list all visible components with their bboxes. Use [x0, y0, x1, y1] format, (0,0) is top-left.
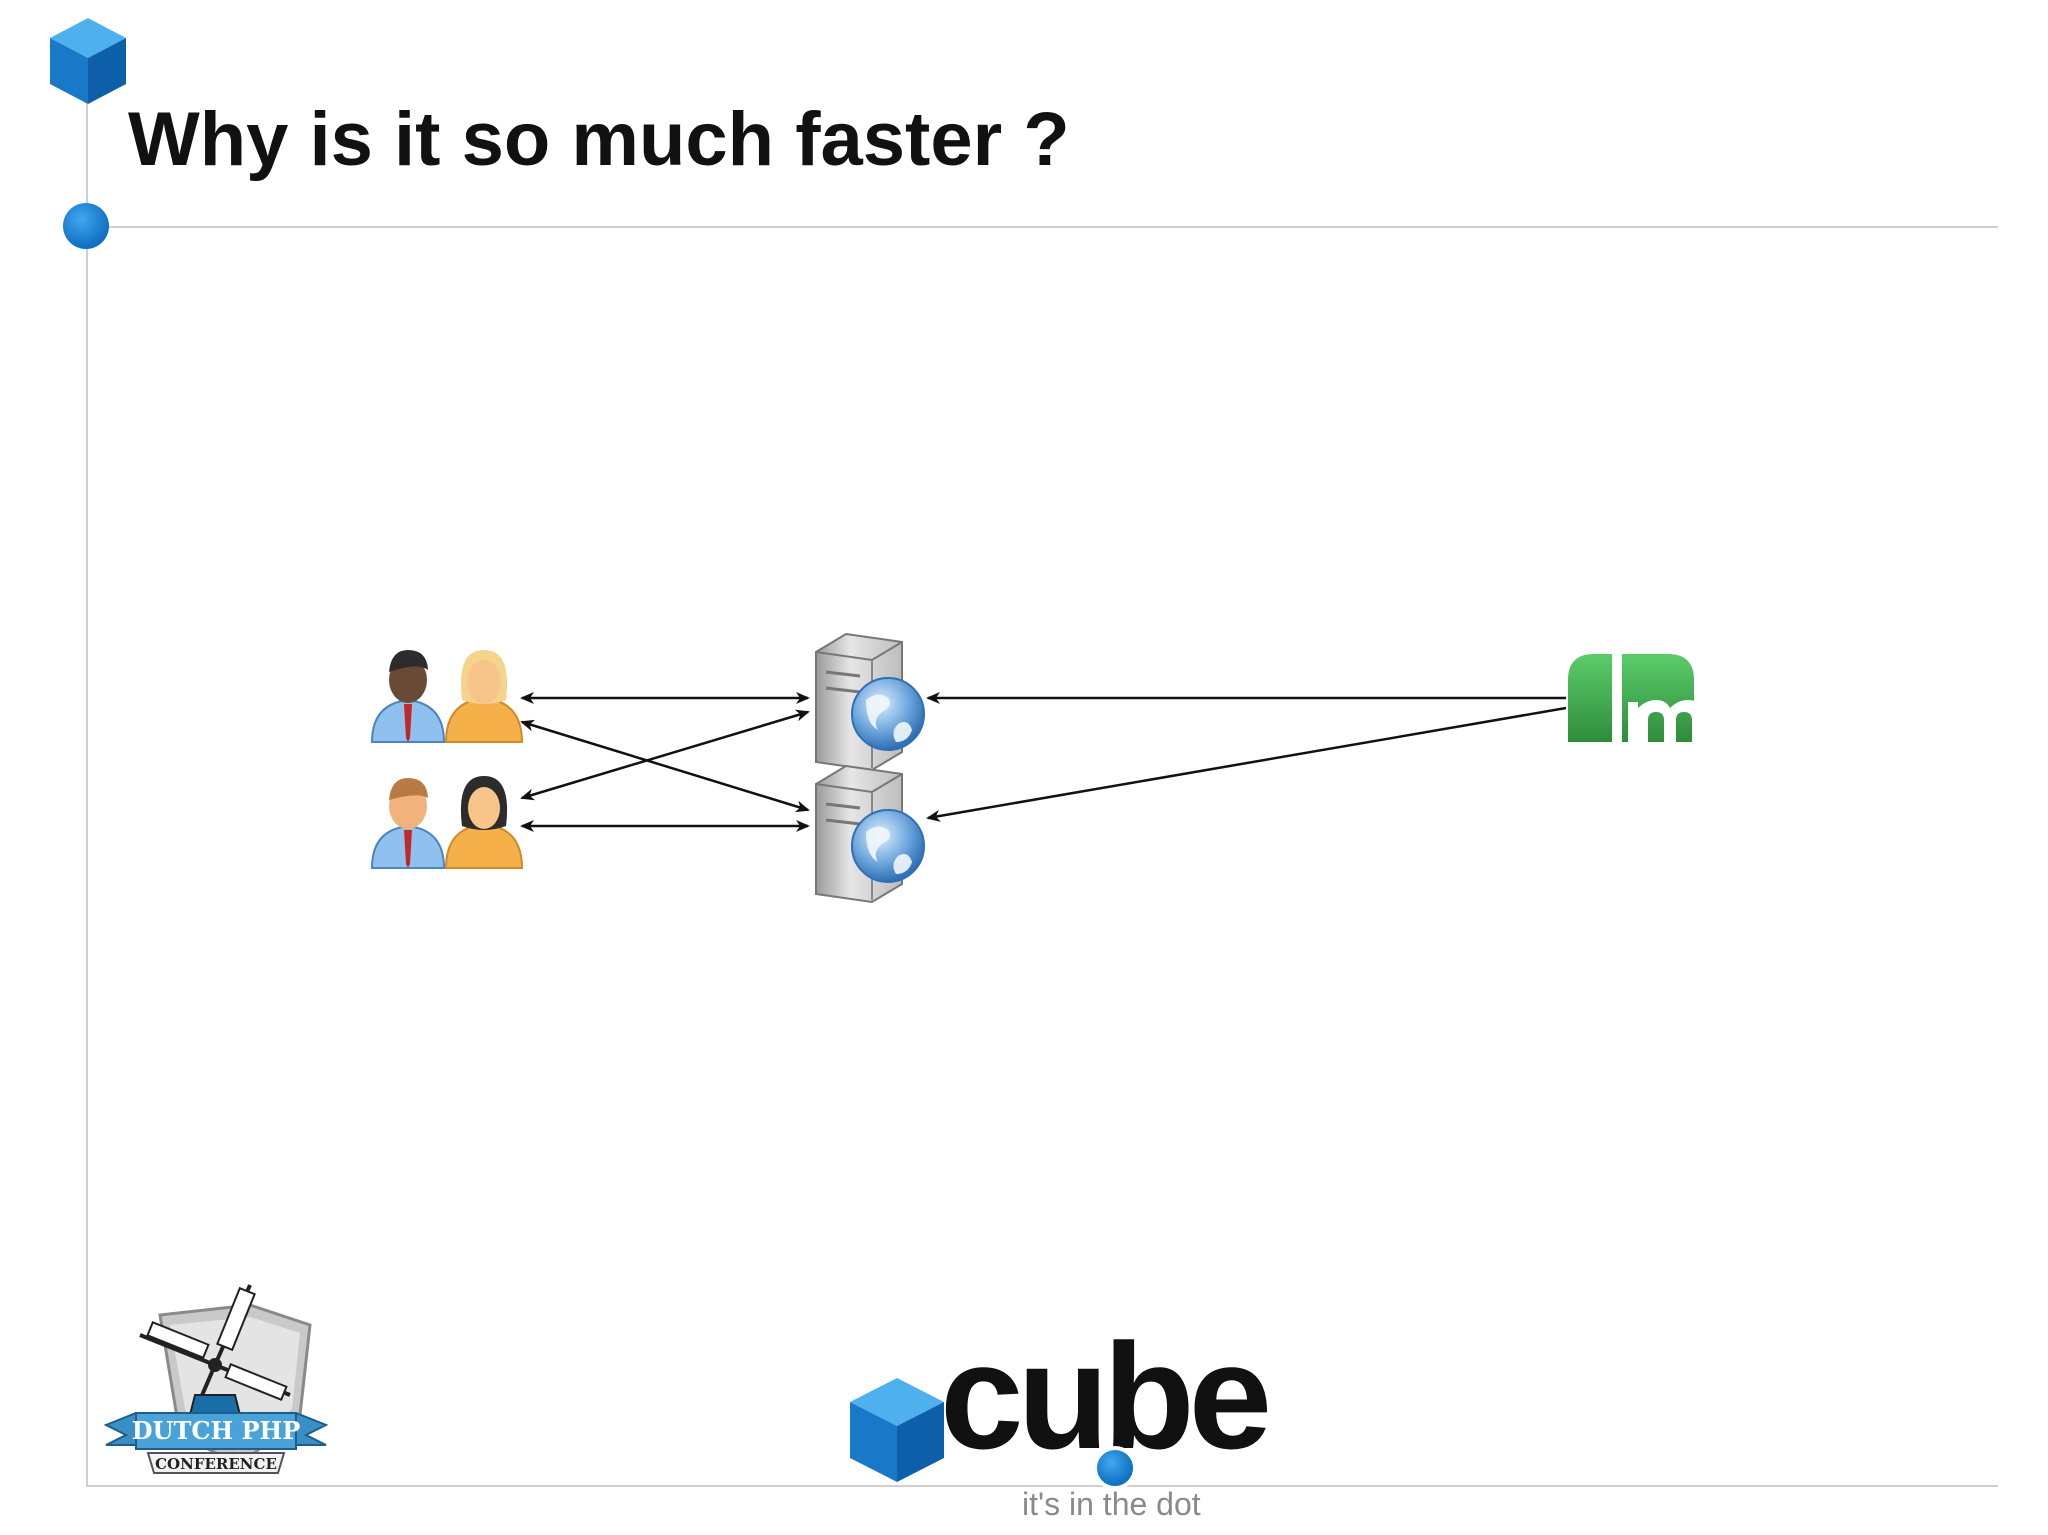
cube-logo-icon — [850, 1378, 944, 1482]
arrow-users-server1-cross — [520, 709, 810, 801]
dpc-subtitle-text: CONFERENCE — [155, 1455, 277, 1473]
footer-rule — [86, 1485, 1998, 1487]
dpc-title-text: DUTCH PHP — [132, 1416, 301, 1445]
page-title: Why is it so much faster ? — [128, 97, 1070, 182]
user-icon — [370, 778, 446, 869]
user-icon — [370, 650, 446, 743]
dutch-php-conference-logo: DUTCH PHP CONFERENCE — [103, 1284, 329, 1474]
blue-cube-icon — [50, 18, 126, 104]
arrow-memcached-server2 — [926, 706, 1567, 822]
connection-arrows — [520, 692, 1567, 832]
user-icon — [444, 776, 524, 869]
cube-tagline: it's in the dot — [1022, 1486, 1201, 1522]
web-server-icon — [815, 632, 925, 772]
web-server-icon — [815, 764, 925, 904]
cube-dot-icon — [1093, 1446, 1137, 1490]
memcached-logo-icon — [1568, 654, 1704, 742]
user-icon — [444, 650, 524, 743]
left-rule — [86, 96, 88, 1486]
arrow-users-server2-cross — [520, 719, 810, 813]
blue-dot-icon — [63, 203, 109, 249]
title-rule — [86, 226, 1998, 228]
users-icon — [370, 650, 524, 869]
